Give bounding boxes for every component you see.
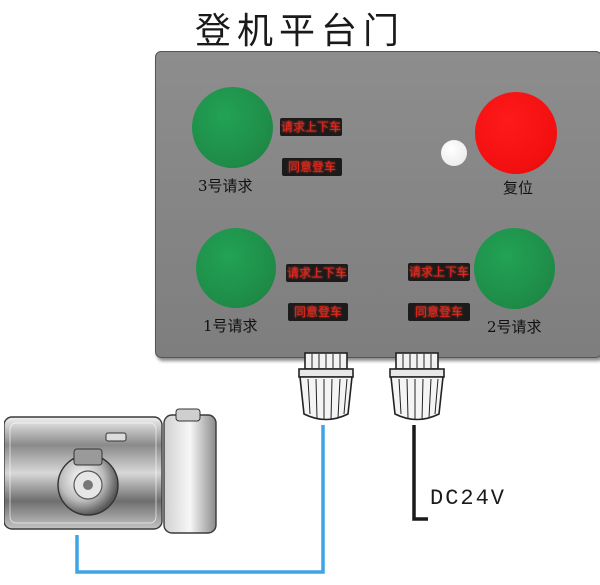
request-3-button[interactable] bbox=[192, 87, 273, 168]
reset-label: 复位 bbox=[503, 179, 534, 197]
status-lamp bbox=[441, 140, 467, 166]
request-1-button[interactable] bbox=[196, 228, 276, 308]
cable-gland-right bbox=[389, 352, 445, 421]
led-request-mid-left: 请求上下车 bbox=[286, 264, 348, 282]
led-agree-mid-right: 同意登车 bbox=[408, 303, 470, 321]
power-label: DC24V bbox=[430, 486, 507, 511]
power-wire bbox=[412, 425, 428, 521]
led-agree-mid-left: 同意登车 bbox=[288, 303, 348, 321]
led-request-mid-right: 请求上下车 bbox=[408, 263, 470, 281]
request-3-label: 3号请求 bbox=[198, 177, 253, 195]
request-2-button[interactable] bbox=[474, 228, 555, 309]
signal-wire bbox=[75, 425, 325, 574]
request-2-label: 2号请求 bbox=[487, 318, 542, 336]
diagram-title: 登机平台门 bbox=[194, 11, 405, 52]
led-request-top-left: 请求上下车 bbox=[280, 118, 342, 136]
led-agree-top-left: 同意登车 bbox=[282, 158, 342, 176]
electric-lock bbox=[4, 408, 217, 534]
cable-gland-left bbox=[298, 352, 354, 421]
request-1-label: 1号请求 bbox=[203, 317, 258, 335]
reset-button[interactable] bbox=[475, 92, 557, 174]
